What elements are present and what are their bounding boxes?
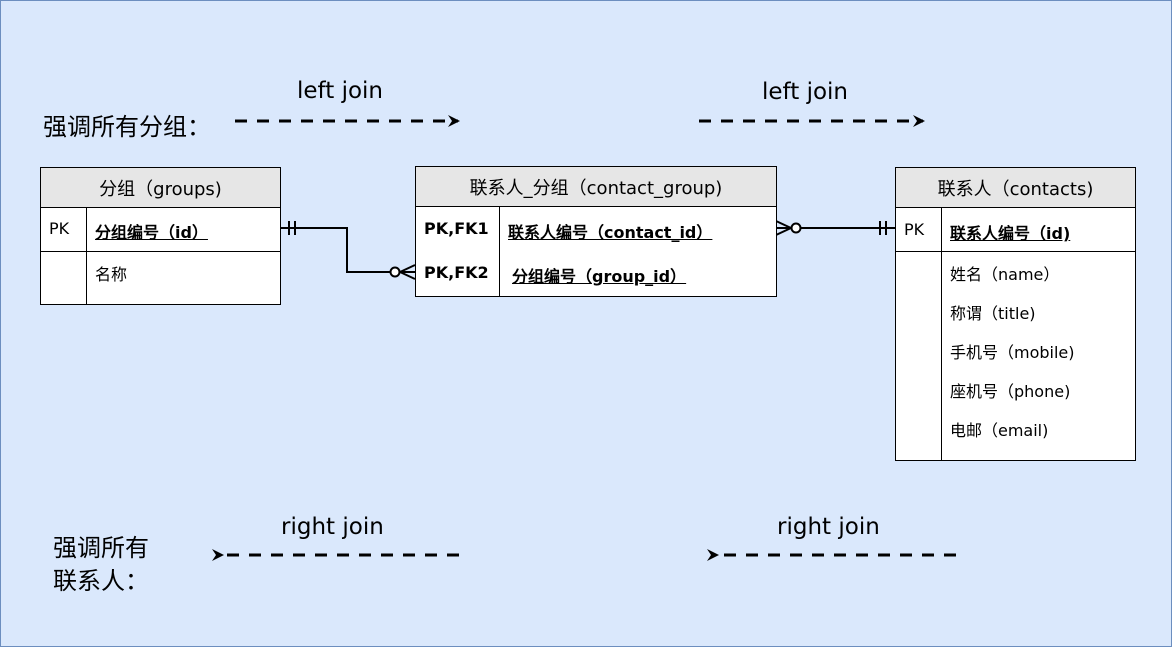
groups-entity-title: 分组（groups) <box>41 168 280 208</box>
groups-pk-label: PK <box>49 219 70 238</box>
groups-key-divider <box>86 208 87 305</box>
contact-group-contacts-relation <box>775 220 895 236</box>
contacts-field-email: 电邮（email) <box>950 421 1049 440</box>
groups-pk-divider <box>41 251 280 252</box>
contacts-entity-title: 联系人（contacts) <box>896 168 1135 208</box>
emphasize-groups-label: 强调所有分组： <box>43 113 211 141</box>
contacts-entity: 联系人（contacts) PK 联系人编号（id) 姓名（name） 称谓（t… <box>895 167 1136 461</box>
contacts-field-phone: 座机号（phone) <box>950 382 1071 401</box>
groups-field-name: 名称 <box>95 265 128 284</box>
contact-group-field-contact-id: 联系人编号（contact_id） <box>508 223 713 242</box>
right-join-label-1: right join <box>281 514 384 540</box>
contacts-pk-field: 联系人编号（id) <box>950 224 1071 243</box>
contacts-field-title: 称谓（title) <box>950 304 1036 323</box>
right-join-label-2: right join <box>777 514 880 540</box>
contacts-field-name: 姓名（name） <box>950 265 1060 284</box>
emphasize-contacts-label-line2: 联系人： <box>53 567 149 595</box>
left-join-label-2: left join <box>762 79 848 105</box>
contact-group-key-1: PK,FK1 <box>424 219 489 238</box>
contact-group-field-group-id: 分组编号（group_id） <box>512 267 687 286</box>
contacts-pk-label: PK <box>904 220 925 239</box>
contacts-field-mobile: 手机号（mobile) <box>950 343 1075 362</box>
contacts-pk-divider <box>896 251 1135 252</box>
contact-group-key-2: PK,FK2 <box>424 263 489 282</box>
groups-entity: 分组（groups) PK 分组编号（id） 名称 <box>40 167 281 305</box>
left-join-label-1: left join <box>297 78 383 104</box>
contact-group-entity-title: 联系人_分组（contact_group) <box>416 167 776 207</box>
groups-pk-field: 分组编号（id） <box>95 223 208 242</box>
emphasize-contacts-label-line1: 强调所有 <box>53 534 149 562</box>
groups-contact-group-relation <box>280 221 416 280</box>
contact-group-key-divider <box>499 207 500 297</box>
contacts-key-divider <box>941 208 942 461</box>
contact-group-entity: 联系人_分组（contact_group) PK,FK1 联系人编号（conta… <box>415 166 777 297</box>
